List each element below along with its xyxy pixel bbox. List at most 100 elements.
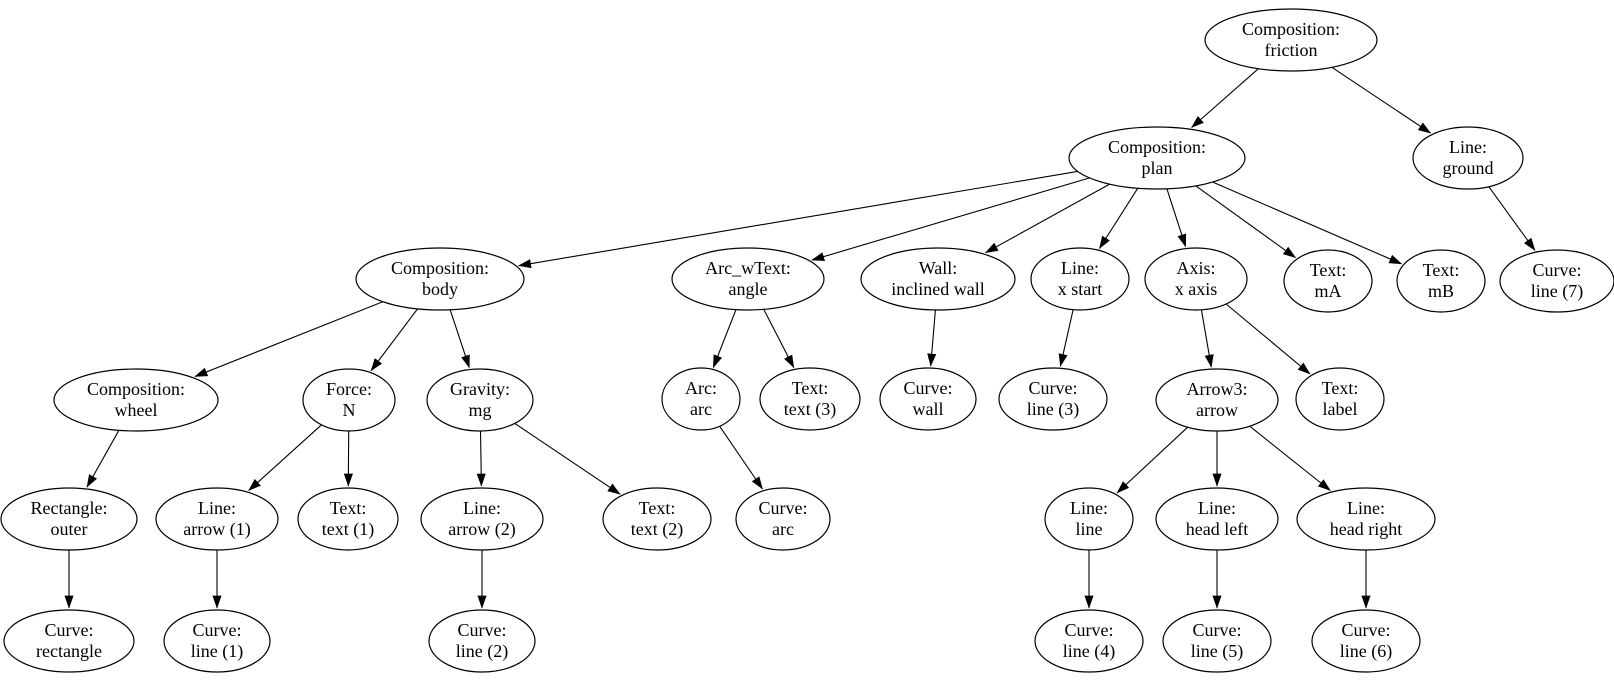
node-text-1-shape [297,487,399,551]
node-head-left-label-line2: head left [1186,519,1248,539]
node-head-left-label-line1: Line: [1198,498,1236,518]
node-head-left: Line:head left [1155,487,1279,551]
node-text-mb: Text:mB [1396,249,1486,313]
node-head-right-label-line1: Line: [1347,498,1385,518]
node-curve-line-1-label-line1: Curve: [193,620,242,640]
node-rect-outer-label-line2: outer [51,519,88,539]
node-body-label-line2: body [422,279,458,299]
node-wheel-shape [53,368,219,432]
node-friction-label: Composition:friction [1242,19,1340,60]
node-arrow3-shape [1155,368,1279,432]
node-text-2-shape [602,487,712,551]
node-text-1: Text:text (1) [297,487,399,551]
node-text-label-label: Text:label [1322,378,1359,419]
node-text-3-label-line2: text (3) [784,399,836,420]
node-head-left-label: Line:head left [1186,498,1248,539]
node-friction-label-line1: Composition: [1242,19,1340,39]
node-inclined-wall-label-line2: inclined wall [891,279,984,299]
node-curve-line-7-shape [1499,249,1614,313]
edge-angle-to-arc [712,309,737,369]
edge-plan-to-x-start [1098,187,1139,250]
node-angle: Arc_wText:angle [671,247,825,311]
node-curve-line-3-label: Curve:line (3) [1027,378,1079,420]
node-curve-line-1-shape [163,609,271,673]
node-curve-line-2: Curve:line (2) [428,609,536,673]
node-line-arrow-1: Line:arrow (1) [155,487,279,551]
edge-body-to-wheel [194,301,384,378]
node-line-arrow-1-label: Line:arrow (1) [183,498,250,540]
node-text-1-label-line2: text (1) [322,519,374,540]
node-arc-shape [661,367,741,431]
node-text-mb-label: Text:mB [1423,260,1460,301]
node-angle-label-line2: angle [729,279,768,299]
node-body-label-line1: Composition: [391,258,489,278]
node-plan-label-line1: Composition: [1108,137,1206,157]
edge-ground-to-curve-line-7 [1488,186,1536,251]
node-line-arrow-2-label: Line:arrow (2) [448,498,515,540]
node-curve-line-1: Curve:line (1) [163,609,271,673]
node-x-axis-label-line1: Axis: [1176,258,1215,278]
node-curve-wall-shape [879,367,977,431]
node-curve-arc-label-line1: Curve: [759,498,808,518]
node-arrow3-label: Arrow3:arrow [1187,379,1248,420]
node-ground: Line:ground [1412,126,1524,190]
node-curve-wall: Curve:wall [879,367,977,431]
node-text-2: Text:text (2) [602,487,712,551]
node-x-start-label-line2: x start [1058,279,1103,299]
node-text-label-label-line2: label [1323,399,1358,419]
node-head-right: Line:head right [1296,487,1436,551]
node-line-arrow-1-shape [155,487,279,551]
node-ground-label-line1: Line: [1449,137,1487,157]
node-rect-outer-label: Rectangle:outer [31,498,108,539]
node-curve-rectangle-shape [3,609,135,673]
node-curve-line-2-label: Curve:line (2) [456,620,508,662]
node-text-mb-label-line2: mB [1428,281,1454,301]
node-curve-line-3: Curve:line (3) [998,367,1108,431]
node-wheel-label-line1: Composition: [87,379,185,399]
node-angle-label: Arc_wText:angle [705,258,791,299]
node-curve-line-3-label-line2: line (3) [1027,399,1079,420]
node-curve-line-1-label: Curve:line (1) [191,620,243,662]
node-curve-line-4-label: Curve:line (4) [1063,620,1115,662]
node-wheel-label-line2: wheel [115,400,158,420]
node-line-arrow-2: Line:arrow (2) [420,487,544,551]
node-gravity-mg-shape [426,368,534,432]
edge-body-to-force-n [370,308,418,372]
edge-gravity-mg-to-line-arrow-2 [476,430,486,487]
node-arc-label-line2: arc [690,399,712,419]
node-text-3-shape [759,367,861,431]
edge-plan-to-angle [811,177,1090,261]
node-x-axis: Axis:x axis [1144,247,1248,311]
node-head-right-label: Line:head right [1330,498,1402,539]
node-curve-wall-label-line2: wall [913,399,944,419]
node-force-n-label-line1: Force: [326,379,372,399]
node-curve-rectangle-label-line1: Curve: [45,620,94,640]
node-curve-rectangle: Curve:rectangle [3,609,135,673]
node-gravity-mg-label-line2: mg [468,400,491,420]
node-curve-line-7-label-line1: Curve: [1533,260,1582,280]
edge-friction-to-plan [1191,68,1259,128]
edge-body-to-gravity-mg [449,309,470,369]
node-force-n-label: Force:N [326,379,372,420]
node-text-mb-shape [1396,249,1486,313]
node-x-start-shape [1030,247,1130,311]
node-line-arrow-2-label-line2: arrow (2) [448,519,515,540]
node-text-label-shape [1295,367,1385,431]
node-curve-line-6: Curve:line (6) [1311,609,1421,673]
edge-plan-to-text-mb [1212,181,1403,265]
node-ground-label: Line:ground [1443,137,1494,178]
node-gravity-mg: Gravity:mg [426,368,534,432]
node-friction-shape [1204,8,1378,72]
node-text-ma-label-line2: mA [1315,281,1342,301]
node-x-axis-label-line2: x axis [1175,279,1218,299]
node-curve-line-6-shape [1311,609,1421,673]
node-inclined-wall-shape [860,247,1016,311]
node-line-line-label-line1: Line: [1070,498,1108,518]
edge-x-axis-to-text-label [1225,303,1311,375]
node-line-arrow-1-label-line2: arrow (1) [183,519,250,540]
node-curve-line-5-label-line2: line (5) [1191,641,1243,662]
node-curve-line-5-label: Curve:line (5) [1191,620,1243,662]
node-text-label: Text:label [1295,367,1385,431]
